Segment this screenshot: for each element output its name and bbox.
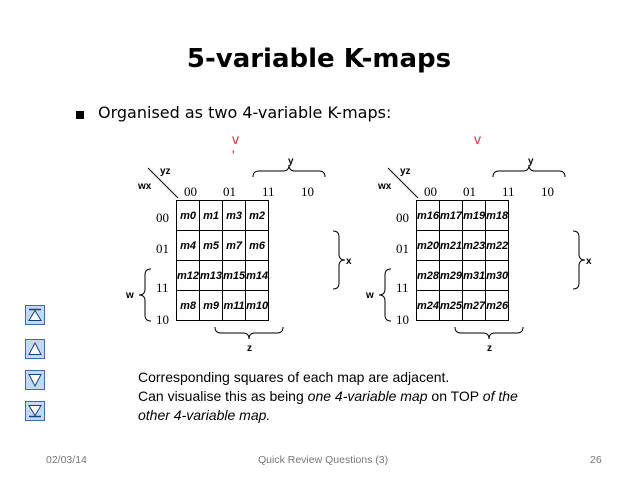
col-header: 01 bbox=[463, 184, 476, 199]
kmap-cell: m11 bbox=[222, 290, 247, 321]
body-line-2-a: Can visualise this as being bbox=[138, 388, 308, 404]
row-header: 11 bbox=[396, 280, 409, 295]
body-line-1: Corresponding squares of each map are ad… bbox=[138, 369, 450, 385]
kmap-cell: m16 bbox=[415, 200, 441, 231]
first-slide-button[interactable] bbox=[25, 305, 45, 325]
col-header: 01 bbox=[223, 184, 236, 199]
kmap-right-decor bbox=[378, 164, 586, 340]
body-line-3-text: other 4-variable map. bbox=[138, 407, 271, 423]
body-line-3: other 4-variable map. bbox=[138, 406, 518, 425]
z-label: z bbox=[487, 343, 492, 354]
bullet-text: Organised as two 4-variable K-maps: bbox=[98, 103, 392, 122]
kmap-cell: m8 bbox=[175, 290, 201, 321]
kmap-cell: m29 bbox=[439, 260, 464, 291]
kmap-cell: m14 bbox=[245, 260, 270, 291]
kmap-right-grid: m16 m17 m19 m18 m20 m21 m23 m22 m28 m29 … bbox=[415, 200, 510, 321]
kmap-cell: m31 bbox=[462, 260, 487, 291]
kmap-cell: m0 bbox=[175, 200, 201, 231]
up-icon bbox=[28, 342, 42, 355]
first-icon bbox=[28, 308, 42, 321]
kmap-cell: m25 bbox=[439, 290, 464, 321]
kmap-cell: m30 bbox=[485, 260, 510, 291]
corner-left-label: wx bbox=[138, 181, 152, 192]
kmap-cell: m7 bbox=[222, 230, 247, 261]
row-header: 00 bbox=[156, 210, 169, 225]
body-line-2-emphasis: one 4-variable map bbox=[307, 388, 428, 404]
body-line-2-c: on TOP bbox=[427, 388, 483, 404]
kmap-cell: m10 bbox=[245, 290, 270, 321]
row-header: 01 bbox=[396, 241, 409, 256]
kmap-cell: m28 bbox=[415, 260, 441, 291]
kmap-cell: m6 bbox=[245, 230, 270, 261]
footer-title: Quick Review Questions (3) bbox=[258, 454, 389, 466]
body-text: Corresponding squares of each map are ad… bbox=[138, 368, 518, 425]
footer-page-number: 26 bbox=[590, 454, 602, 466]
bullet-square-icon bbox=[76, 111, 84, 119]
row-header: 10 bbox=[396, 312, 409, 327]
kmap-cell: m21 bbox=[439, 230, 464, 261]
w-label: w bbox=[126, 290, 134, 301]
kmap-cell: m26 bbox=[485, 290, 510, 321]
down-icon bbox=[28, 374, 42, 387]
kmap-cell: m23 bbox=[462, 230, 487, 261]
map-left-label: v ' bbox=[232, 131, 239, 163]
y-label: y bbox=[528, 156, 534, 167]
kmap-cell: m12 bbox=[175, 260, 201, 291]
kmap-left-grid: m0 m1 m3 m2 m4 m5 m7 m6 m12 m13 m15 m14 … bbox=[175, 200, 270, 321]
row-header: 01 bbox=[156, 241, 169, 256]
y-label: y bbox=[288, 156, 294, 167]
kmap-cell: m4 bbox=[175, 230, 201, 261]
corner-left-label: wx bbox=[378, 181, 392, 192]
kmap-cell: m20 bbox=[415, 230, 441, 261]
last-slide-button[interactable] bbox=[25, 401, 45, 421]
kmap-cell: m22 bbox=[485, 230, 510, 261]
next-slide-button[interactable] bbox=[25, 370, 45, 390]
kmap-cell: m17 bbox=[439, 200, 464, 231]
col-header: 00 bbox=[184, 184, 197, 199]
kmap-cell: m9 bbox=[199, 290, 224, 321]
corner-top-label: yz bbox=[400, 166, 411, 177]
kmap-cell: m15 bbox=[222, 260, 247, 291]
corner-top-label: yz bbox=[160, 166, 171, 177]
previous-slide-button[interactable] bbox=[25, 339, 45, 359]
col-header: 10 bbox=[541, 184, 554, 199]
x-label: x bbox=[346, 256, 352, 267]
z-label: z bbox=[247, 343, 252, 354]
kmap-cell: m5 bbox=[199, 230, 224, 261]
w-label: w bbox=[366, 290, 374, 301]
col-header: 11 bbox=[502, 184, 515, 199]
row-header: 11 bbox=[156, 280, 169, 295]
kmap-cell: m19 bbox=[462, 200, 487, 231]
footer-date: 02/03/14 bbox=[46, 454, 87, 466]
kmap-cell: m13 bbox=[199, 260, 224, 291]
x-label: x bbox=[586, 256, 592, 267]
kmap-cell: m24 bbox=[415, 290, 441, 321]
last-icon bbox=[28, 405, 42, 418]
body-line-2: Can visualise this as being one 4-variab… bbox=[138, 387, 518, 406]
col-header: 10 bbox=[301, 184, 314, 199]
kmap-cell: m1 bbox=[199, 200, 224, 231]
row-header: 10 bbox=[156, 312, 169, 327]
col-header: 11 bbox=[262, 184, 275, 199]
kmap-cell: m27 bbox=[462, 290, 487, 321]
row-header: 00 bbox=[396, 210, 409, 225]
kmap-cell: m18 bbox=[485, 200, 510, 231]
body-line-2-d: of the bbox=[482, 388, 518, 404]
col-header: 00 bbox=[424, 184, 437, 199]
slide-title: 5-variable K-maps bbox=[186, 44, 452, 74]
map-right-label: v bbox=[474, 131, 481, 147]
